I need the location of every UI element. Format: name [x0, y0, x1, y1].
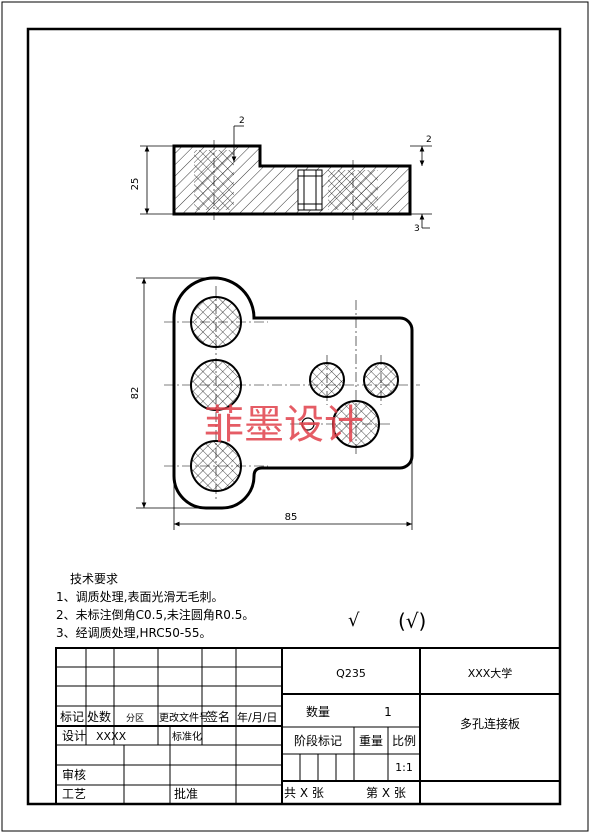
material-text: Q235	[336, 667, 366, 680]
stage-label: 阶段标记	[294, 733, 342, 748]
rev-zone-label: 分区	[126, 713, 144, 724]
rev-count-label: 处数	[87, 709, 111, 724]
designer-name: XXXX	[96, 730, 127, 743]
watermark-text: 菲墨设计	[204, 402, 364, 448]
rev-sign-label: 签名	[206, 709, 230, 724]
school-text: XXX大学	[468, 666, 513, 680]
section-dimensions	[140, 125, 432, 229]
part-name-text: 多孔连接板	[460, 716, 520, 731]
scale-value: 1:1	[395, 761, 413, 774]
rev-doc-label: 更改文件号	[159, 711, 209, 724]
note-item-2: 2、未标注倒角C0.5,未注圆角R0.5。	[56, 608, 255, 622]
note-item-3: 3、经调质处理,HRC50-55。	[56, 626, 212, 640]
dim-top-height: 25	[130, 178, 141, 191]
dim-right-top: 2	[426, 135, 432, 145]
sheet-number: 第 X 张	[366, 786, 406, 800]
plan-dimensions	[136, 277, 413, 530]
note-item-1: 1、调质处理,表面光滑无毛刺。	[56, 590, 224, 604]
rev-mark-label: 标记	[60, 710, 84, 724]
check-mark: √	[348, 610, 360, 631]
quantity-value: 1	[384, 705, 392, 719]
dim-plate-height: 82	[130, 387, 141, 400]
weight-label: 重量	[359, 734, 383, 748]
design-label: 设计	[62, 729, 86, 743]
technical-notes: 技术要求 1、调质处理,表面光滑无毛刺。 2、未标注倒角C0.5,未注圆角R0.…	[56, 570, 254, 642]
section-view	[172, 140, 412, 220]
dim-right-bottom: 3	[414, 224, 420, 234]
title-block	[55, 647, 561, 805]
rev-date-label: 年/月/日	[237, 710, 277, 724]
process-label: 工艺	[62, 787, 86, 801]
dim-plate-width: 85	[285, 512, 298, 523]
scale-label: 比例	[392, 734, 416, 748]
dim-step-depth: 2	[239, 116, 245, 126]
quantity-label: 数量	[306, 704, 330, 719]
approve-label: 批准	[174, 786, 198, 801]
sheets-total: 共 X 张	[284, 786, 324, 800]
plan-view	[164, 276, 420, 510]
standard-label: 标准化	[172, 730, 202, 743]
review-label: 审核	[62, 767, 86, 782]
section-small-hole	[297, 169, 323, 211]
check-mark-bracketed: (√)	[398, 609, 426, 633]
notes-title: 技术要求	[70, 572, 119, 586]
